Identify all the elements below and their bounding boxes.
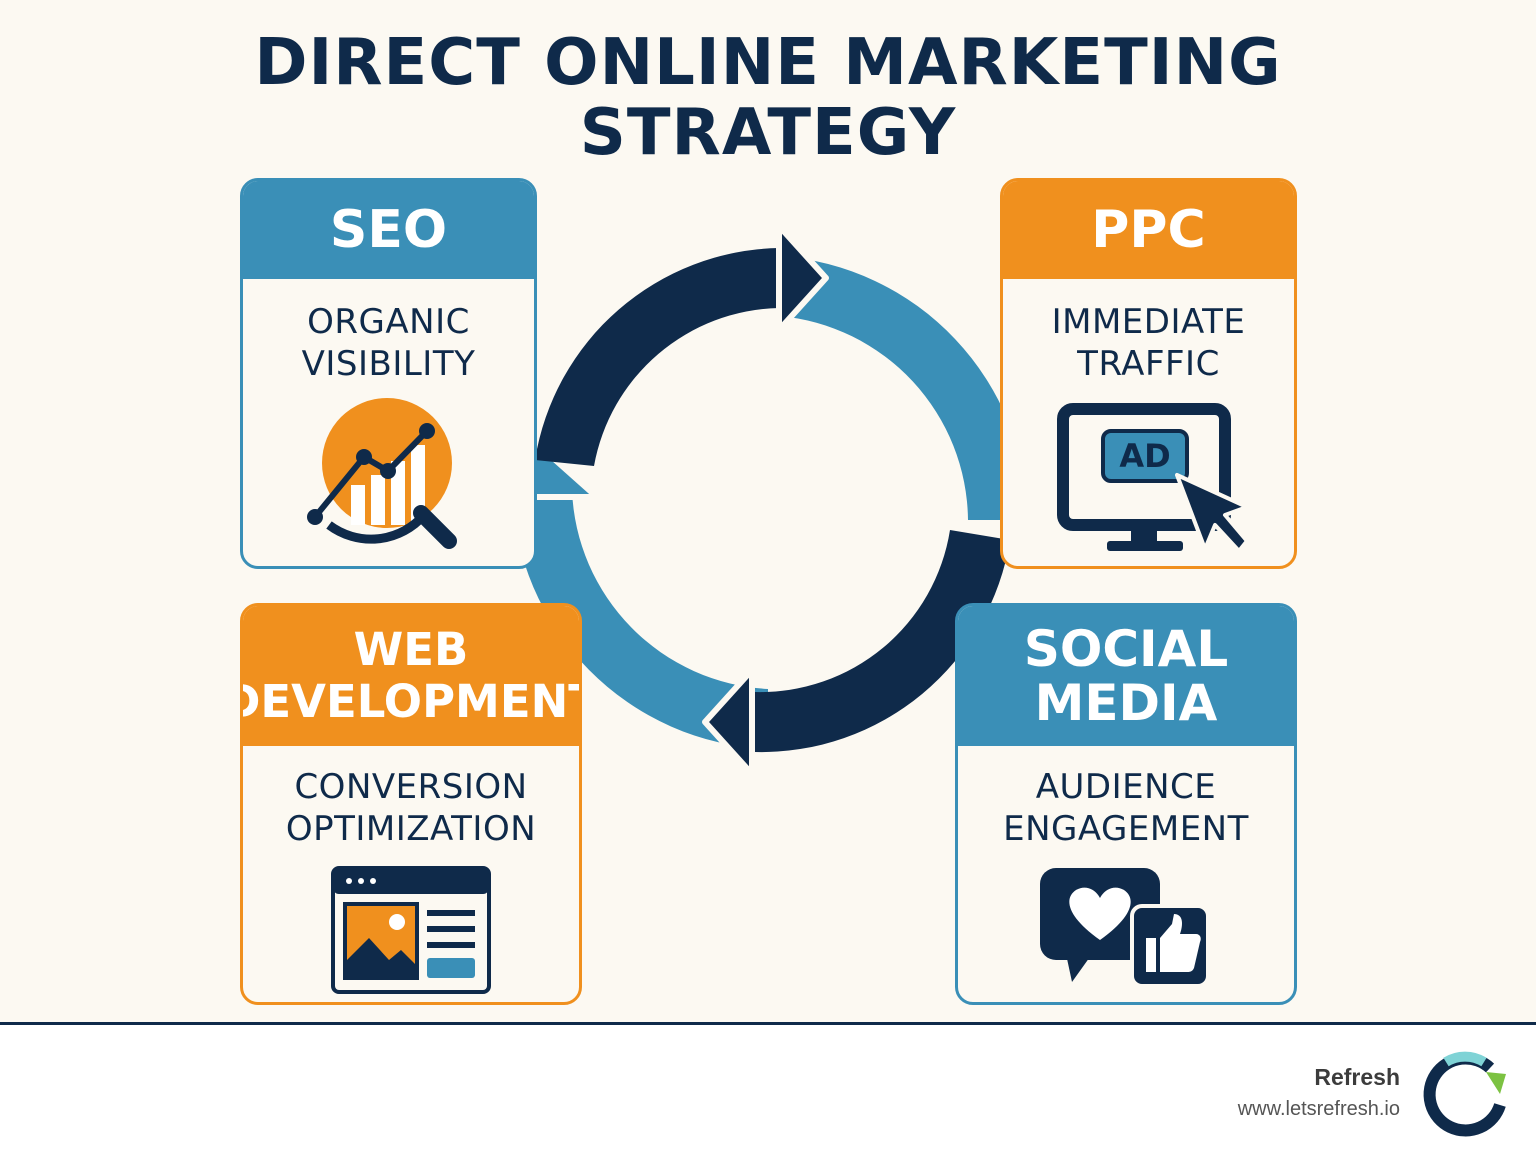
card-ppc-header: PPC: [1003, 181, 1294, 279]
cycle-arrow-bottom-right: [755, 530, 1010, 753]
card-social-title-line2: MEDIA: [1034, 674, 1218, 732]
card-social-title-line1: SOCIAL: [1023, 620, 1229, 678]
ad-label: AD: [1119, 437, 1170, 475]
title-line-1: DIRECT ONLINE MARKETING: [254, 26, 1282, 100]
card-seo: SEO ORGANIC VISIBILITY: [240, 178, 537, 569]
card-seo-subtitle: ORGANIC VISIBILITY: [301, 302, 476, 384]
card-social-subtitle: AUDIENCE ENGAGEMENT: [1003, 767, 1249, 849]
footer-divider: [0, 1022, 1536, 1025]
card-web-title-line2: DEVELOPMENT: [240, 675, 582, 728]
card-seo-title: SEO: [329, 200, 448, 260]
card-web-subtitle: CONVERSION OPTIMIZATION: [285, 767, 537, 849]
title-line-2: STRATEGY: [579, 96, 957, 170]
cycle-arrow-top-left: [535, 248, 779, 466]
card-seo-header: SEO: [243, 181, 534, 279]
card-web-header: WEB DEVELOPMENT: [243, 606, 579, 746]
refresh-logo-icon: [1423, 1051, 1506, 1137]
analytics-magnifier-icon: [306, 398, 457, 549]
cycle-arrowhead-left: [702, 667, 755, 777]
card-social-media: SOCIAL MEDIA AUDIENCE ENGAGEMENT: [955, 603, 1297, 1005]
webpage-layout-icon: [331, 866, 491, 994]
card-social-header: SOCIAL MEDIA: [958, 606, 1294, 746]
card-ppc-subtitle: IMMEDIATE TRAFFIC: [1051, 302, 1246, 384]
card-ppc: PPC IMMEDIATE TRAFFIC AD: [1000, 178, 1297, 569]
footer: [0, 1025, 1536, 1154]
card-web-development: WEB DEVELOPMENT CONVERSION OPTIMIZATION: [240, 603, 582, 1005]
card-ppc-title: PPC: [1091, 200, 1206, 260]
cycle-arrow-top-right: [779, 256, 1028, 520]
heart-thumbs-up-icon: [1040, 868, 1210, 988]
brand-name: Refresh: [1314, 1064, 1400, 1090]
page-title: DIRECT ONLINE MARKETING STRATEGY: [0, 28, 1536, 168]
cycle-arrowhead-right: [776, 223, 829, 333]
cycle-arrow-bottom-left: [512, 490, 768, 749]
brand-url: www.letsrefresh.io: [1237, 1098, 1400, 1120]
card-web-title-line1: WEB: [353, 623, 469, 676]
monitor-ad-icon: AD: [1056, 403, 1249, 553]
